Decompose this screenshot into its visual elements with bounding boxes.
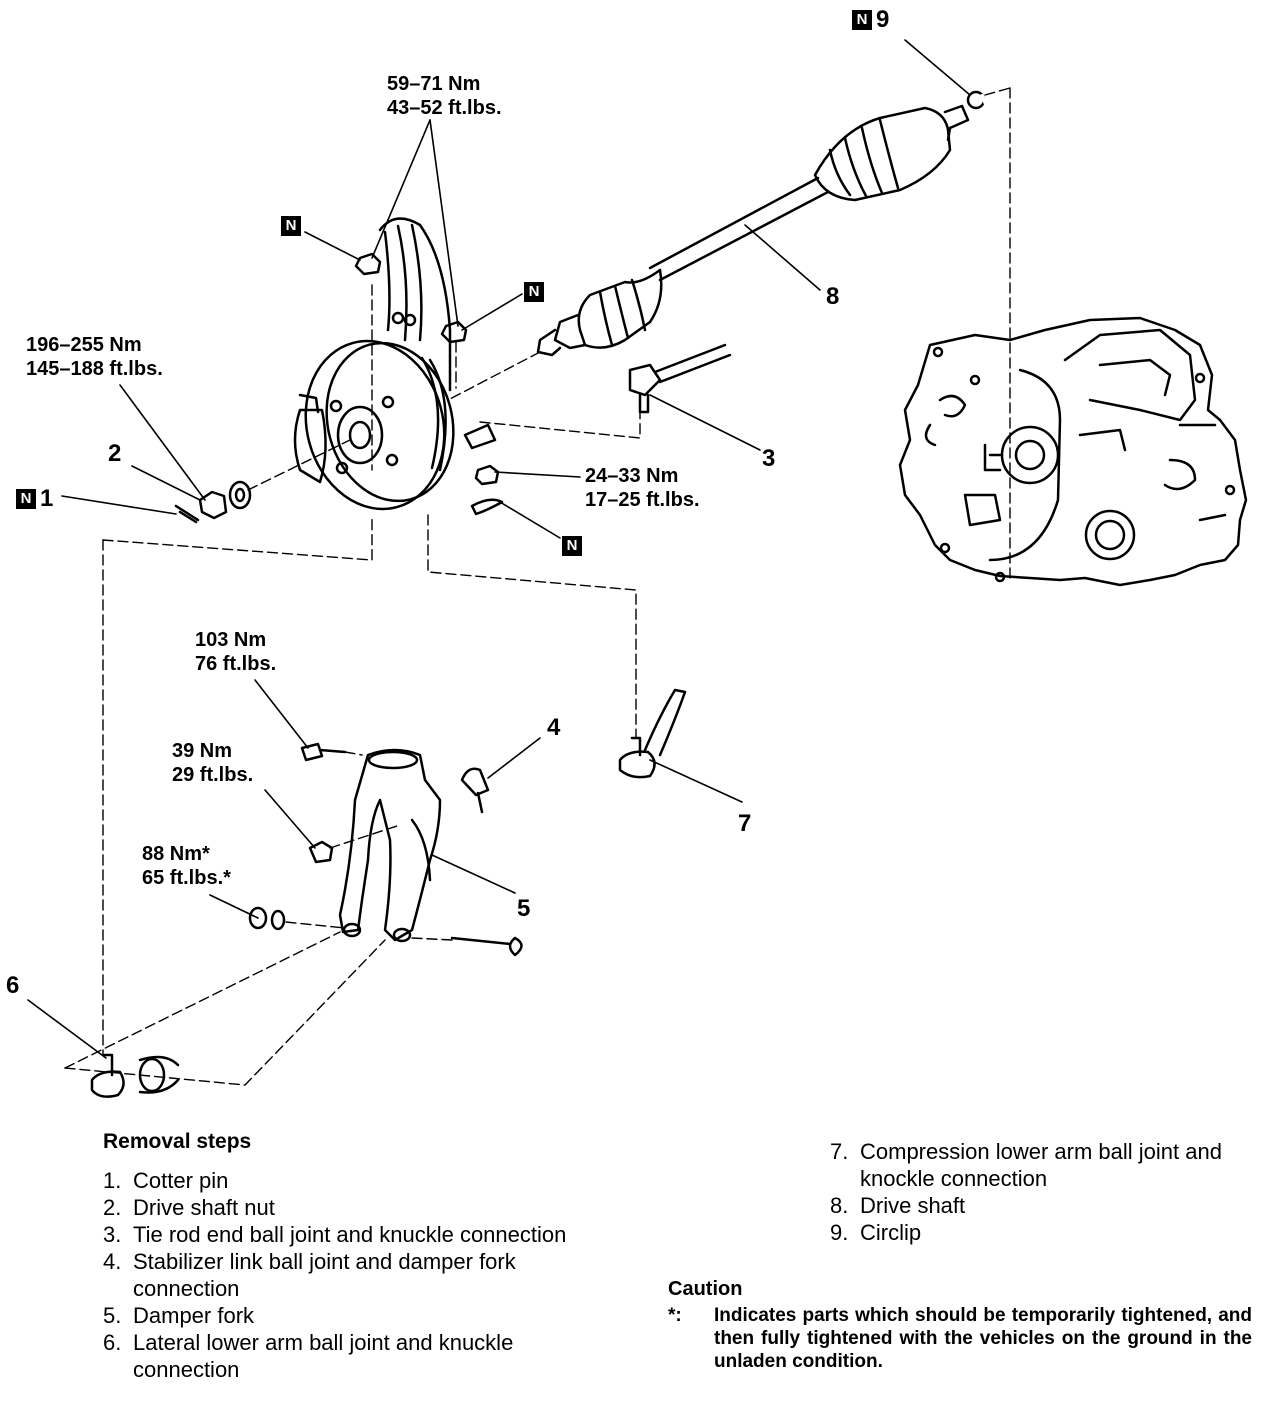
stabilizer-link [460,767,490,814]
new-part-mark-nut-2: N [524,282,544,302]
step-item: 8. Drive shaft [830,1192,1270,1219]
removal-steps-right: 7. Compression lower arm ball joint and k… [830,1138,1270,1246]
step-number: 6. [103,1330,122,1355]
torque-tierod-nm: 24–33 Nm [585,465,679,487]
step-number: 5. [103,1303,122,1328]
upper-nut-2 [440,320,468,344]
caution-note: *: Indicates parts which should be tempo… [668,1304,1252,1373]
step-text: Lateral lower arm ball joint and knuckle… [133,1330,514,1382]
torque-tie-rod: 24–33 Nm 17–25 ft.lbs. [585,464,700,512]
step-number: 2. [103,1195,122,1220]
nut-88 [248,906,268,930]
step-item: 1. Cotter pin [103,1167,583,1194]
callout-9: N 9 [852,6,889,34]
torque-hub-ftlbs: 145–188 ft.lbs. [26,358,163,380]
new-part-mark-9: N [852,10,872,30]
torque-upper-mount: 59–71 Nm 43–52 ft.lbs. [387,72,502,120]
step-text: Damper fork [133,1303,255,1328]
callout-1: N 1 [16,485,53,513]
step-text: Drive shaft [860,1193,966,1218]
bolt-103 [300,742,347,762]
long-bolt [450,936,523,957]
step-number: 4. [103,1249,122,1274]
compression-lower-arm [618,688,687,779]
step-number: 7. [830,1139,849,1164]
removal-steps-title: Removal steps [103,1130,252,1153]
torque-88: 88 Nm* 65 ft.lbs.* [142,842,231,890]
lateral-lower-arm [90,1053,180,1098]
step-item: 4. Stabilizer link ball joint and damper … [103,1248,583,1302]
callout-9-number: 9 [876,6,890,33]
step-text: Circlip [860,1220,922,1245]
torque-103-nm: 103 Nm [195,629,267,651]
callout-3: 3 [762,445,776,472]
knuckle-arm [463,423,497,450]
step-number: 9. [830,1220,849,1245]
torque-39-ftlbs: 29 ft.lbs. [172,764,254,786]
torque-103: 103 Nm 76 ft.lbs. [195,628,276,676]
step-text: Cotter pin [133,1168,229,1193]
cotter-pin [174,504,200,524]
new-part-mark-nut-1: N [281,216,301,236]
step-item: 7. Compression lower arm ball joint and k… [830,1138,1270,1192]
transaxle-housing [898,316,1248,587]
torque-upper-nm: 59–71 Nm [387,73,481,95]
torque-88-ftlbs: 65 ft.lbs.* [142,867,231,889]
removal-steps-left: 1. Cotter pin 2. Drive shaft nut 3. Tie rod… [103,1167,583,1383]
step-item: 2. Drive shaft nut [103,1194,583,1221]
torque-88-nm: 88 Nm* [142,843,210,865]
step-item: 6. Lateral lower arm ball joint and knuck… [103,1329,583,1383]
step-number: 8. [830,1193,849,1218]
caution-text: Indicates parts which should be temporar… [714,1305,1252,1372]
new-part-mark-cotter: N [562,536,582,556]
circlip [966,90,988,110]
upper-nut [354,252,382,276]
step-text: Stabilizer link ball joint and damper fo… [133,1249,516,1301]
drive-shaft-nut [198,490,228,520]
torque-hub-nm: 196–255 Nm [26,334,142,356]
torque-39: 39 Nm 29 ft.lbs. [172,739,253,787]
tie-rod-nut [474,464,500,486]
hub-and-brake-disc [293,217,455,511]
step-number: 3. [103,1222,122,1247]
washer [228,480,252,510]
step-item: 3. Tie rod end ball joint and knuckle con… [103,1221,583,1248]
callout-7: 7 [738,810,752,837]
step-item: 5. Damper fork [103,1302,583,1329]
step-item: 9. Circlip [830,1219,1270,1246]
caution-marker: *: [668,1305,682,1326]
callout-4: 4 [547,714,561,741]
tie-rod-end [628,343,732,414]
step-text: Drive shaft nut [133,1195,275,1220]
step-number: 1. [103,1168,122,1193]
step-text: Compression lower arm ball joint and kno… [860,1139,1222,1191]
step-text: Tie rod end ball joint and knuckle conne… [133,1222,567,1247]
caution-title: Caution [668,1278,743,1300]
torque-39-nm: 39 Nm [172,740,233,762]
tie-rod-cotter [470,498,504,516]
callout-6: 6 [6,972,20,999]
torque-upper-ftlbs: 43–52 ft.lbs. [387,97,502,119]
callout-5: 5 [517,895,531,922]
drive-shaft [536,104,970,357]
torque-hub-nut: 196–255 Nm 145–188 ft.lbs. [26,333,163,381]
callout-2: 2 [108,440,122,467]
callout-1-number: 1 [40,485,54,512]
torque-tierod-ftlbs: 17–25 ft.lbs. [585,489,700,511]
torque-103-ftlbs: 76 ft.lbs. [195,653,277,675]
new-part-mark-1: N [16,489,36,509]
damper-fork [338,748,442,943]
nut-39 [308,840,334,864]
callout-8: 8 [826,283,840,310]
